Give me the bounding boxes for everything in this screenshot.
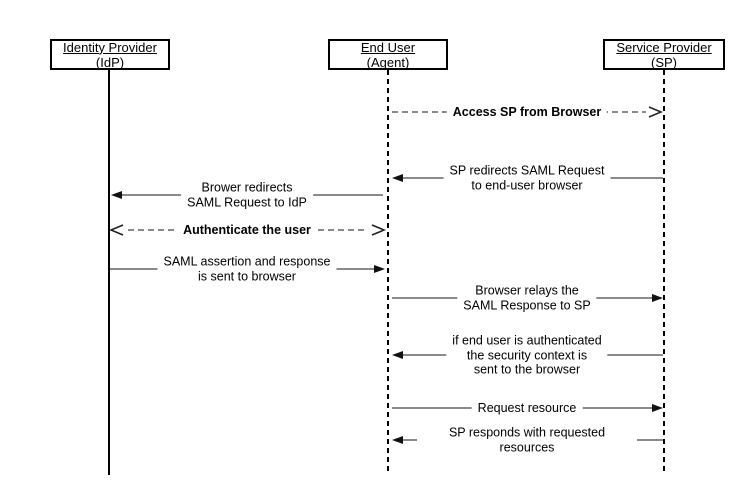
message-7-label: if end user is authenticated the securit… <box>446 333 608 377</box>
actor-box-identity-provider: Identity Provider (IdP) <box>50 39 170 70</box>
lifeline-end-user <box>387 70 389 475</box>
filled-arrowhead-left-icon <box>392 174 403 182</box>
message-2-label: SP redirects SAML Request to end-user br… <box>443 163 611 193</box>
message-4-label: Authenticate the user <box>177 222 317 238</box>
filled-arrowhead-right-icon <box>374 265 385 273</box>
actor-label-service-provider: Service Provider (SP) <box>616 39 712 70</box>
message-9-label: SP responds with requested resources <box>417 425 637 455</box>
filled-arrowhead-left-icon <box>392 436 403 444</box>
lifeline-identity-provider <box>108 70 110 475</box>
actor-box-service-provider: Service Provider (SP) <box>603 39 725 70</box>
filled-arrowhead-left-icon <box>392 351 403 359</box>
filled-arrowhead-right-icon <box>652 404 663 412</box>
actor-label-identity-provider: Identity Provider (IdP) <box>63 39 157 70</box>
message-1-label: Access SP from Browser <box>446 104 608 120</box>
actor-label-end-user: End User (Agent) <box>360 39 416 70</box>
message-3-label: Brower redirects SAML Request to IdP <box>181 180 313 210</box>
open-arrowhead-right-icon <box>648 106 663 118</box>
message-5-label: SAML assertion and response is sent to b… <box>157 254 337 284</box>
message-8-label: Request resource <box>471 400 583 416</box>
filled-arrowhead-right-icon <box>652 294 663 302</box>
open-arrowhead-right-icon <box>371 224 386 236</box>
message-6-label: Browser relays the SAML Response to SP <box>457 283 597 313</box>
actor-box-end-user: End User (Agent) <box>328 39 448 70</box>
filled-arrowhead-left-icon <box>111 191 122 199</box>
lifeline-service-provider <box>663 70 665 475</box>
open-arrowhead-left-icon <box>109 224 124 236</box>
